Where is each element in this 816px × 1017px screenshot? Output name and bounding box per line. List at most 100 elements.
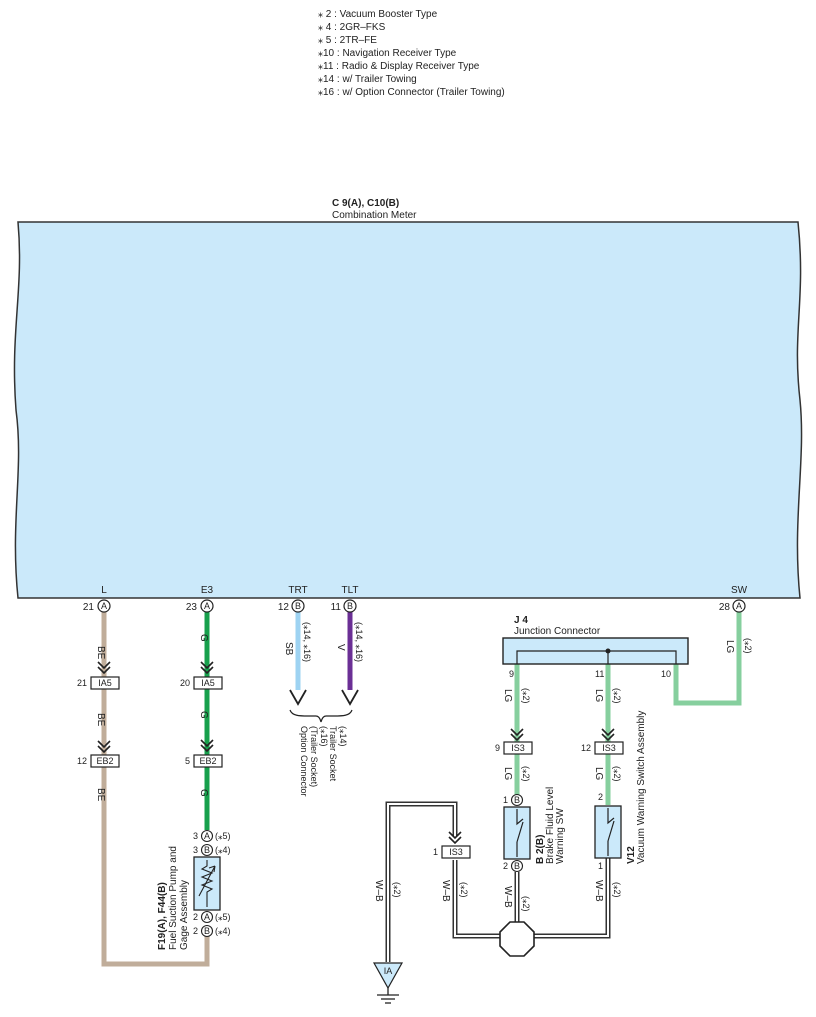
pin-number: 2 bbox=[503, 861, 508, 871]
option-label: (⁎14) bbox=[338, 726, 348, 747]
wire-label-sb: SB bbox=[283, 642, 294, 656]
chevron-icon bbox=[97, 740, 111, 754]
wire-label-wb: W–B bbox=[373, 880, 384, 902]
chevron-icon bbox=[448, 831, 462, 845]
pin-note: (⁎5) bbox=[215, 912, 231, 922]
pin-circle bbox=[343, 599, 357, 613]
wire-label-wb: W–B bbox=[440, 880, 451, 902]
wire-label-be: BE bbox=[95, 788, 106, 802]
fuel-gage-code: F19(A), F44(B) bbox=[157, 882, 168, 950]
option-label: (Trailer Socket) bbox=[309, 726, 319, 787]
pin-letter: B bbox=[514, 795, 520, 805]
fuel-gage-assembly: A B A B 3 3 2 2 (⁎5) (⁎4) (⁎5) (⁎4) F19(… bbox=[157, 829, 231, 950]
wire-label-lg: LG bbox=[502, 689, 513, 703]
arrow-down-icon bbox=[341, 689, 359, 706]
junction-name: Junction Connector bbox=[514, 626, 601, 637]
legend: ⁎ 2 : Vacuum Booster Type ⁎ 4 : 2GR–FKS … bbox=[318, 9, 505, 98]
pin-letter: A bbox=[204, 912, 210, 922]
junction-connector: J 4 Junction Connector 9 11 10 bbox=[502, 615, 689, 679]
pin-number: 23 bbox=[186, 602, 198, 613]
connector-code: IS3 bbox=[602, 743, 616, 753]
fuel-gage-name: Gage Assembly bbox=[179, 880, 190, 950]
pin-number: 3 bbox=[193, 831, 198, 841]
brake-fluid-switch: B B 1 2 B 2(B) Brake Fluid Level Warning… bbox=[503, 787, 566, 873]
connector-pin: 20 bbox=[180, 678, 190, 688]
ground: IA bbox=[372, 962, 404, 1004]
connector-code: IS3 bbox=[511, 743, 525, 753]
legend-item: ⁎ 5 : 2TR–FE bbox=[318, 35, 377, 46]
pin-number: 2 bbox=[193, 926, 198, 936]
switch-icon bbox=[607, 808, 615, 856]
option-label: (⁎16) bbox=[319, 726, 329, 747]
wire-note-star2: (⁎2) bbox=[459, 882, 469, 898]
wire-note-trailer: (⁎14, ⁎16) bbox=[302, 622, 312, 662]
pin-label-trt: TRT bbox=[288, 585, 307, 596]
pin-note: (⁎5) bbox=[215, 831, 231, 841]
wire-note-star2: (⁎2) bbox=[521, 896, 531, 912]
wire-label-be: BE bbox=[95, 713, 106, 727]
pin-note: (⁎4) bbox=[215, 845, 231, 855]
ground-label: IA bbox=[384, 966, 393, 976]
pin-label-l: L bbox=[101, 585, 107, 596]
pin-circle bbox=[97, 599, 111, 613]
pin-label-e3: E3 bbox=[201, 585, 214, 596]
brake-switch-code: B 2(B) bbox=[535, 835, 546, 864]
option-arrows bbox=[289, 689, 359, 723]
wire-note-trailer: (⁎14, ⁎16) bbox=[354, 622, 364, 662]
option-connector-label: Option Connector (Trailer Socket) (⁎16) … bbox=[299, 726, 348, 797]
pin-number: 1 bbox=[598, 861, 603, 871]
legend-item: ⁎16 : w/ Option Connector (Trailer Towin… bbox=[318, 87, 505, 98]
wire-label-g: G bbox=[198, 634, 209, 642]
chevron-icon bbox=[200, 661, 214, 675]
variable-resistor-icon bbox=[200, 860, 214, 907]
arrow-icon bbox=[198, 865, 216, 897]
connector-pin: 1 bbox=[433, 847, 438, 857]
wire-label-v: V bbox=[335, 644, 346, 651]
connector-code: IA5 bbox=[201, 678, 215, 688]
fuel-gage-name: Fuel Suction Pump and bbox=[168, 846, 179, 950]
legend-item: ⁎ 4 : 2GR–FKS bbox=[318, 22, 386, 33]
junction-pin: 11 bbox=[595, 669, 604, 679]
wire-label-lg: LG bbox=[502, 767, 513, 781]
pin-letter: B bbox=[204, 845, 210, 855]
pin-label-sw: SW bbox=[731, 585, 748, 596]
pin-letter: A bbox=[204, 831, 210, 841]
wire-wb bbox=[385, 801, 611, 962]
inline-connectors: IA5 21 EB2 12 IA5 20 EB2 5 IS3 9 IS3 12 … bbox=[77, 676, 624, 859]
connector-box bbox=[90, 676, 120, 690]
meter-code: C 9(A), C10(B) bbox=[332, 198, 399, 209]
connector-pin: 5 bbox=[185, 756, 190, 766]
brake-switch-name: Brake Fluid Level bbox=[545, 787, 556, 864]
junction-code: J 4 bbox=[514, 615, 528, 626]
pin-circle bbox=[732, 599, 746, 613]
wire-labels: BE BE BE G G G SB (⁎14, ⁎16) V (⁎14, ⁎16… bbox=[95, 622, 753, 912]
connector-code: EB2 bbox=[96, 756, 113, 766]
chevrons bbox=[97, 661, 615, 845]
connector-pin: 9 bbox=[495, 743, 500, 753]
connector-pin: 12 bbox=[77, 756, 87, 766]
wire-note-star2: (⁎2) bbox=[612, 882, 622, 898]
connector-box bbox=[90, 754, 120, 768]
brake-switch-name: Warning SW bbox=[555, 808, 566, 864]
connector-box bbox=[193, 754, 223, 768]
ground-triangle bbox=[372, 962, 404, 990]
meter-body bbox=[13, 221, 803, 599]
wire-note-star2: (⁎2) bbox=[521, 766, 531, 782]
wire-label-lg: LG bbox=[593, 689, 604, 703]
connector-box bbox=[441, 845, 471, 859]
pin-number: 3 bbox=[193, 845, 198, 855]
pin-letter: B bbox=[514, 861, 520, 871]
connector-box bbox=[193, 676, 223, 690]
legend-item: ⁎10 : Navigation Receiver Type bbox=[318, 48, 457, 59]
pin-number: 2 bbox=[193, 912, 198, 922]
wire-note-star2: (⁎2) bbox=[743, 638, 753, 654]
connector-box bbox=[503, 741, 533, 755]
legend-item: ⁎14 : w/ Trailer Towing bbox=[318, 74, 417, 85]
wire-label-lg: LG bbox=[724, 640, 735, 654]
pin-letter: B bbox=[347, 601, 353, 611]
combination-meter: C 9(A), C10(B) Combination Meter bbox=[13, 198, 803, 599]
junction-pin: 9 bbox=[509, 669, 514, 679]
junction-bus bbox=[516, 650, 677, 664]
switch-icon bbox=[516, 809, 524, 857]
